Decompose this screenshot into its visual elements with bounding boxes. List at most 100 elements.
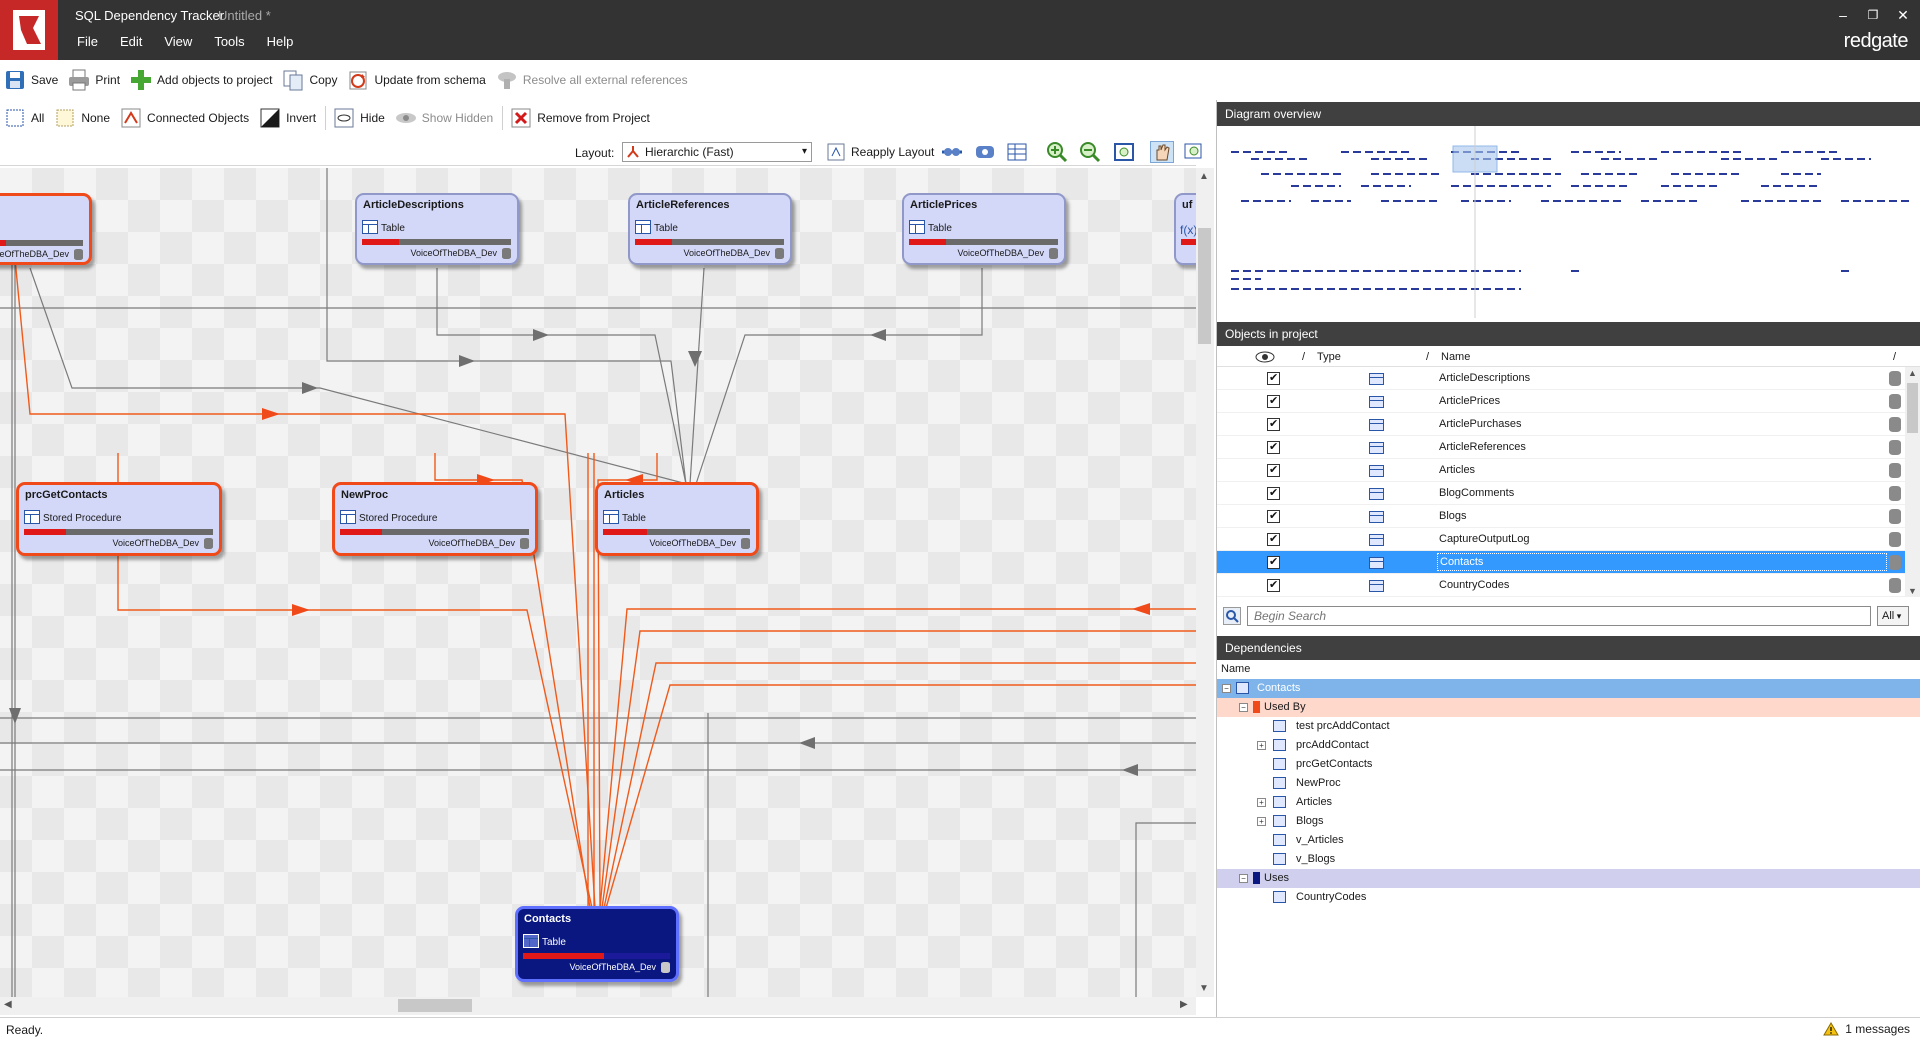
expand-icon[interactable]: + <box>1257 741 1266 750</box>
expand-icon[interactable]: + <box>1257 817 1266 826</box>
visible-checkbox[interactable] <box>1267 371 1280 385</box>
tree-leaf[interactable]: test prcAddContact <box>1217 717 1920 736</box>
zoom-region-icon[interactable] <box>1182 141 1206 163</box>
collapse-icon[interactable]: − <box>1239 703 1248 712</box>
messages-indicator[interactable]: 1 messages <box>1823 1022 1910 1036</box>
search-input[interactable] <box>1247 606 1871 626</box>
diagram-node-articledescriptions[interactable]: ArticleDescriptions Table VoiceOfTheDBA_… <box>355 193 519 265</box>
object-row-selected[interactable]: Contacts <box>1217 551 1905 574</box>
select-all-button[interactable]: All <box>0 103 50 133</box>
scroll-up-icon[interactable]: ▲ <box>1199 171 1209 182</box>
canvas-horizontal-scrollbar[interactable]: ◀ ▶ <box>0 997 1196 1015</box>
reapply-layout-button[interactable]: Reapply Layout <box>826 141 934 163</box>
visible-checkbox[interactable] <box>1267 532 1280 546</box>
visible-checkbox[interactable] <box>1267 555 1280 569</box>
diagram-node-function[interactable]: uf f(x) <box>1174 193 1196 265</box>
diagram-node-prcgetcontacts[interactable]: prcGetContacts Stored Procedure VoiceOfT… <box>16 482 222 556</box>
menu-help[interactable]: Help <box>266 34 294 49</box>
zoom-in-icon[interactable] <box>1045 141 1069 163</box>
tree-leaf[interactable]: v_Articles <box>1217 831 1920 850</box>
visibility-column-header[interactable] <box>1255 351 1275 366</box>
objects-scrollbar[interactable]: ▲ ▼ <box>1905 367 1920 597</box>
menu-bar: File Edit View Tools Help <box>66 32 304 51</box>
save-button[interactable]: Save <box>0 65 64 95</box>
diagram-node-articlereferences[interactable]: ArticleReferences Table VoiceOfTheDBA_De… <box>628 193 792 265</box>
tree-group-used-by[interactable]: − Used By <box>1217 698 1920 717</box>
menu-file[interactable]: File <box>77 34 98 49</box>
zoom-out-icon[interactable] <box>1078 141 1102 163</box>
diagram-canvas[interactable]: VoiceOfTheDBA_Dev ArticleDescriptions Ta… <box>0 168 1196 997</box>
visible-checkbox[interactable] <box>1267 486 1280 500</box>
object-row[interactable]: CaptureOutputLog <box>1217 528 1905 551</box>
add-objects-button[interactable]: Add objects to project <box>126 65 278 95</box>
object-row[interactable]: CountryCodes <box>1217 574 1905 597</box>
object-row[interactable]: Articles <box>1217 459 1905 482</box>
remove-from-project-button[interactable]: Remove from Project <box>506 103 656 133</box>
minimize-button[interactable]: – <box>1839 7 1847 23</box>
restore-button[interactable]: ❐ <box>1867 8 1879 22</box>
canvas-vertical-scrollbar[interactable]: ▲ ▼ <box>1196 168 1214 997</box>
copy-button[interactable]: Copy <box>278 65 343 95</box>
object-row[interactable]: ArticleReferences <box>1217 436 1905 459</box>
search-icon[interactable] <box>1223 607 1241 625</box>
collapse-icon[interactable]: − <box>1222 684 1231 693</box>
scroll-down-icon[interactable]: ▼ <box>1199 983 1209 994</box>
diagram-node-articles[interactable]: Articles Table VoiceOfTheDBA_Dev <box>595 482 759 556</box>
tree-leaf[interactable]: +Articles <box>1217 793 1920 812</box>
visible-checkbox[interactable] <box>1267 463 1280 477</box>
tree-root-node[interactable]: − Contacts <box>1217 679 1920 698</box>
visible-checkbox[interactable] <box>1267 440 1280 454</box>
expand-links-icon[interactable] <box>973 141 997 163</box>
scrollbar-thumb[interactable] <box>398 999 472 1012</box>
type-column-header[interactable]: Type <box>1317 351 1341 363</box>
object-row[interactable]: BlogComments <box>1217 482 1905 505</box>
tree-leaf[interactable]: v_Blogs <box>1217 850 1920 869</box>
scroll-left-icon[interactable]: ◀ <box>4 999 12 1010</box>
object-row[interactable]: ArticlePrices <box>1217 390 1905 413</box>
scrollbar-thumb[interactable] <box>1198 228 1211 344</box>
tree-group-uses[interactable]: − Uses <box>1217 869 1920 888</box>
menu-edit[interactable]: Edit <box>119 34 143 49</box>
diagram-overview-minimap[interactable] <box>1221 126 1920 318</box>
scrollbar-thumb[interactable] <box>1907 383 1918 433</box>
invert-selection-button[interactable]: Invert <box>255 103 322 133</box>
show-hidden-button[interactable]: Show Hidden <box>391 103 499 133</box>
resolve-references-button[interactable]: Resolve all external references <box>492 65 694 95</box>
grid-icon[interactable] <box>1005 141 1029 163</box>
scroll-up-icon[interactable]: ▲ <box>1908 368 1917 378</box>
expand-icon[interactable]: + <box>1257 798 1266 807</box>
update-schema-button[interactable]: Update from schema <box>343 65 491 95</box>
tree-leaf[interactable]: +prcAddContact <box>1217 736 1920 755</box>
name-column-header[interactable]: Name <box>1441 351 1471 363</box>
select-none-button[interactable]: None <box>50 103 116 133</box>
collapse-icon[interactable]: − <box>1239 874 1248 883</box>
visible-checkbox[interactable] <box>1267 417 1280 431</box>
layout-dropdown[interactable]: Hierarchic (Fast) ▾ <box>622 142 812 162</box>
fit-to-window-icon[interactable] <box>1112 141 1136 163</box>
search-scope-dropdown[interactable]: All ▾ <box>1877 606 1909 626</box>
connected-objects-button[interactable]: Connected Objects <box>116 103 255 133</box>
scroll-down-icon[interactable]: ▼ <box>1908 586 1917 596</box>
collapse-links-icon[interactable] <box>940 141 964 163</box>
menu-tools[interactable]: Tools <box>214 34 245 49</box>
visible-checkbox[interactable] <box>1267 578 1280 592</box>
hide-button[interactable]: Hide <box>329 103 391 133</box>
diagram-node-articleprices[interactable]: ArticlePrices Table VoiceOfTheDBA_Dev <box>902 193 1066 265</box>
close-button[interactable]: ✕ <box>1897 7 1909 23</box>
diagram-node-newproc[interactable]: NewProc Stored Procedure VoiceOfTheDBA_D… <box>332 482 538 556</box>
print-button[interactable]: Print <box>64 65 126 95</box>
tree-leaf[interactable]: CountryCodes <box>1217 888 1920 907</box>
tree-leaf[interactable]: prcGetContacts <box>1217 755 1920 774</box>
visible-checkbox[interactable] <box>1267 509 1280 523</box>
scroll-right-icon[interactable]: ▶ <box>1180 999 1188 1010</box>
diagram-node[interactable]: VoiceOfTheDBA_Dev <box>0 193 92 265</box>
visible-checkbox[interactable] <box>1267 394 1280 408</box>
object-row[interactable]: Blogs <box>1217 505 1905 528</box>
menu-view[interactable]: View <box>164 34 193 49</box>
tree-leaf[interactable]: +Blogs <box>1217 812 1920 831</box>
object-row[interactable]: ArticleDescriptions <box>1217 367 1905 390</box>
pan-hand-icon[interactable] <box>1150 141 1174 163</box>
tree-leaf[interactable]: NewProc <box>1217 774 1920 793</box>
object-row[interactable]: ArticlePurchases <box>1217 413 1905 436</box>
diagram-node-contacts[interactable]: Contacts Table VoiceOfTheDBA_Dev <box>515 906 679 982</box>
